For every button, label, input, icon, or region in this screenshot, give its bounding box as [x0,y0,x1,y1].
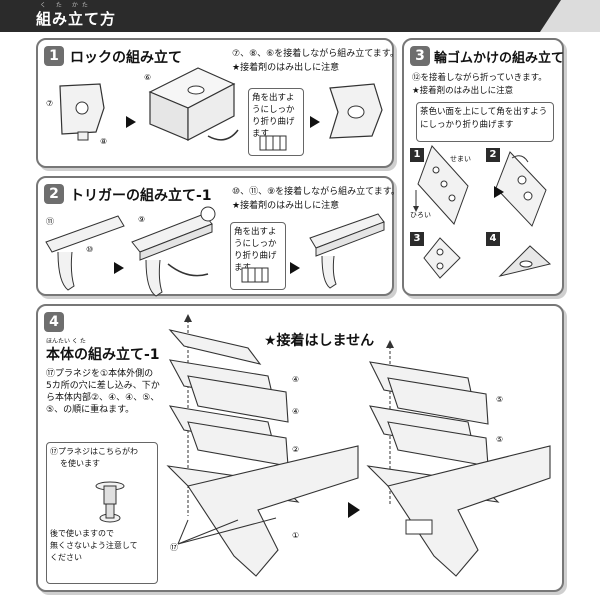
svg-text:⑦: ⑦ [46,99,53,108]
step3-substep-4: 4 [486,232,500,246]
screw-note-line2: を使います [60,459,100,468]
svg-text:⑨: ⑨ [138,215,145,224]
header-tab [540,0,600,32]
step1-note1: ⑦、⑧、⑥を接着しながら組み立てます。 [232,49,399,59]
svg-text:④: ④ [292,407,299,416]
step1-callout-text: 角を出すようにしっかり折り曲げます [252,93,295,139]
step1-badge: 1 [44,46,64,66]
step2-note1: ⑩、⑪、⑨を接着しながら組み立てます。 [232,187,400,197]
step3-note1: ⑫を接着しながら折っていきます。 [412,73,547,83]
step3-badge: 3 [410,46,430,66]
step4-desc-line4: ⑤、の順に重ねます。 [46,405,135,415]
step2-panel: 2 トリガーの組み立て-1 ⑩、⑪、⑨を接着しながら組み立てます。 ★接着剤のは… [36,176,400,297]
svg-text:④: ④ [292,375,299,384]
page-title: 組み立て方 [36,10,117,28]
step4-illustration: ④ ④ ② ① ⑰ ⑤ ⑤ [95,314,551,577]
step4-panel: 4 ほんたい く た 本体の組み立て-1 ★接着はしません ⑰プラネジを①本体外… [36,304,564,592]
step3-illustration [413,145,552,279]
svg-text:②: ② [292,445,299,454]
svg-text:⑤: ⑤ [496,435,503,444]
step1-illustration: ⑦ ⑧ ⑥ [46,67,383,151]
header-bar: く た かた 組み立て方 [0,0,600,32]
step4-title: 本体の組み立て-1 [46,347,160,363]
screw-note-line1: ⑰プラネジはこちらがわ [50,447,138,456]
svg-text:⑥: ⑥ [144,73,151,82]
step4-no-glue: ★接着はしません [264,333,375,349]
step3-note2: ★接着剤のはみ出しに注意 [412,86,514,96]
step3-narrow-label: せまい [450,155,471,163]
screw-note-line4: 無くさないよう注意して [50,541,138,550]
step3-wide-label: ひろい [410,211,431,219]
step2-note2: ★接着剤のはみ出しに注意 [232,201,340,211]
svg-text:⑰: ⑰ [170,543,178,552]
screw-note-line5: ください [50,553,82,562]
step4-desc-line3: ら本体内部②、④、④、⑤、 [46,393,160,403]
step2-illustration: ⑪ ⑩ ⑨ [45,206,385,297]
screw-note-line3: 後で使いますので [50,529,114,538]
step3-callout: 茶色い面を上にして角を出すようにしっかり折り曲げます [416,102,554,142]
step1-title: ロックの組み立て [70,50,182,66]
step3-title: 輪ゴムかけの組み立て [434,51,565,66]
svg-text:⑪: ⑪ [46,217,54,226]
step4-screw-box: ⑰プラネジはこちらがわ を使います 後で使いますので 無くさないよう注意して く… [46,442,158,584]
step3-callout-text: 茶色い面を上にして角を出すようにしっかり折り曲げます [420,107,548,130]
step1-panel: 1 ロックの組み立て ⑦、⑧、⑥を接着しながら組み立てます。 ★接着剤のはみ出し… [36,38,399,168]
step4-badge: 4 [44,312,64,332]
header-ruby: く た かた [40,2,92,9]
step3-panel: 3 輪ゴムかけの組み立て ⑫を接着しながら折っていきます。 ★接着剤のはみ出しに… [402,38,564,296]
step3-substep-3: 3 [410,232,424,246]
svg-text:⑩: ⑩ [86,245,93,254]
step2-title: トリガーの組み立て-1 [70,188,212,204]
svg-text:①: ① [292,531,299,540]
step4-desc-line2: 5カ所の穴に差し込み、下か [46,381,160,391]
svg-text:⑧: ⑧ [100,137,107,146]
step4-desc: ⑰プラネジを①本体外側の 5カ所の穴に差し込み、下か ら本体内部②、④、④、⑤、… [46,368,160,416]
step4-desc-line1: ⑰プラネジを①本体外側の [46,369,154,379]
step3-substep-1: 1 [410,148,424,162]
step1-note2: ★接着剤のはみ出しに注意 [232,63,340,73]
svg-text:⑤: ⑤ [496,395,503,404]
step4-title-ruby: ほんたい く た [46,338,86,345]
step3-substep-2: 2 [486,148,500,162]
step2-badge: 2 [44,184,64,204]
